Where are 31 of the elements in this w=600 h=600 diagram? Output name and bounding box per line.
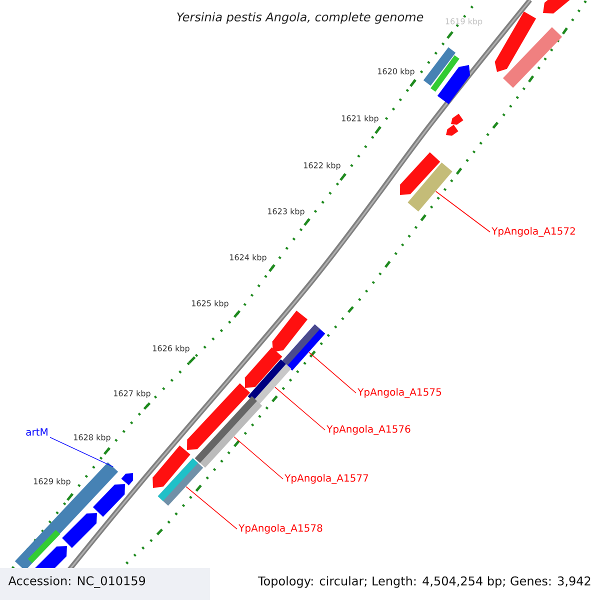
- gene-label: YpAngola_A1572: [492, 227, 575, 237]
- accession-label: Accession: NC_010159: [0, 568, 210, 600]
- gene-label: YpAngola_A1576: [326, 425, 410, 435]
- gene-bar: [158, 458, 204, 506]
- leader-line: [234, 436, 284, 480]
- tick-label: 1629 kbp: [34, 478, 70, 486]
- tick-label: 1625 kbp: [192, 300, 228, 308]
- leader-line: [308, 352, 356, 394]
- leader-line: [50, 436, 114, 468]
- gene-label: artM: [26, 428, 48, 436]
- tick-label: 1624 kbp: [230, 254, 266, 262]
- leader-line: [186, 486, 238, 530]
- tick-label: 1621 kbp: [342, 115, 378, 123]
- gene-bar: [248, 359, 292, 406]
- tick-label: 1623 kbp: [268, 208, 304, 216]
- tick-label: 1627 kbp: [114, 390, 150, 398]
- title: Yersinia pestis Angola, complete genome: [177, 12, 424, 24]
- gene-label: YpAngola_A1577: [284, 474, 368, 484]
- gene-bar: [408, 162, 452, 212]
- gene-bar: [282, 324, 326, 371]
- leader-line: [274, 386, 326, 430]
- genome-stats-text: Topology: circular; Length: 4,504,254 bp; Genes: 3,942: [256, 574, 593, 590]
- gene-bar: [194, 396, 262, 468]
- tick-label: 1628 kbp: [74, 434, 110, 442]
- gene-label: YpAngola_A1575: [358, 388, 442, 398]
- tick-label: 1620 kbp: [378, 68, 414, 76]
- tick-label: 1622 kbp: [304, 162, 340, 170]
- tick-label: 1626 kbp: [153, 345, 190, 353]
- leader-line: [435, 190, 490, 232]
- tick-label: 1619 kbp: [446, 18, 482, 26]
- gene-label: YpAngola_A1578: [238, 524, 322, 534]
